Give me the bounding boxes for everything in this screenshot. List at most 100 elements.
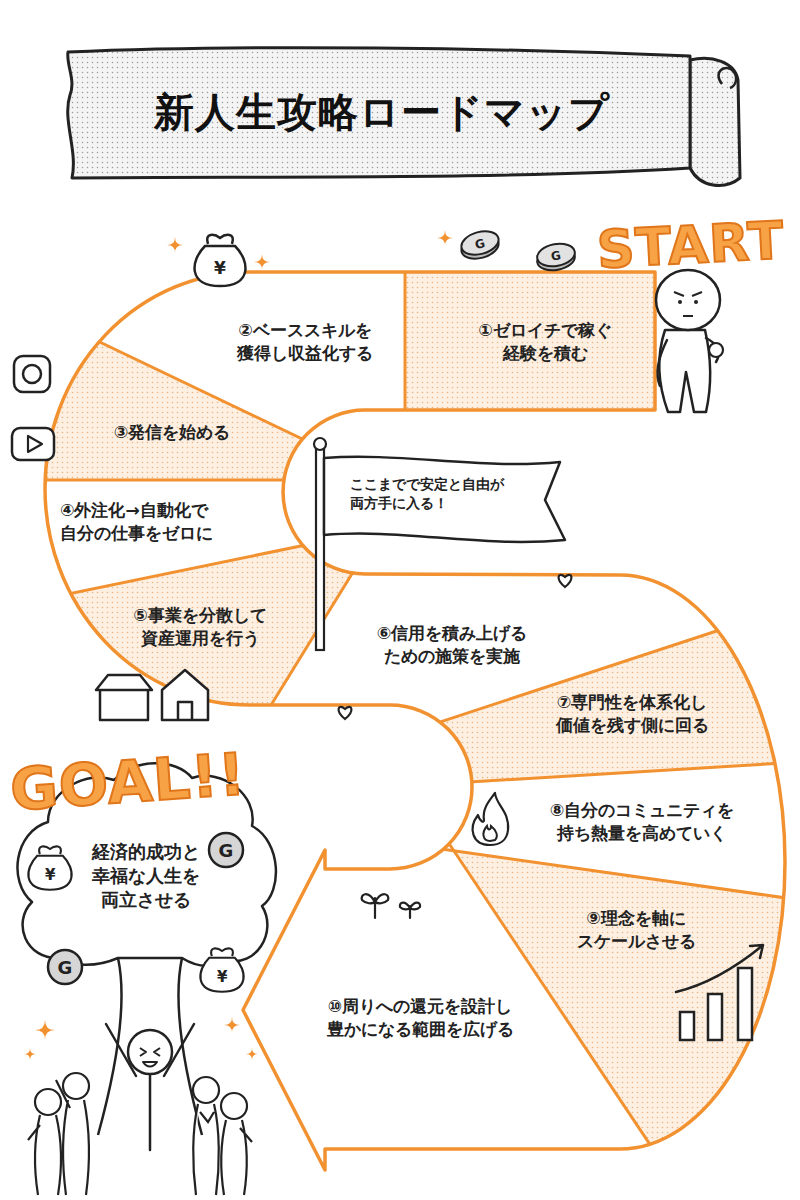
figure-eye: [694, 300, 698, 304]
cheering-figure: [106, 1024, 194, 1150]
figure-head: [128, 1030, 172, 1074]
coin-letter: G: [219, 842, 234, 860]
scroll-roll: [690, 58, 740, 185]
road-step: ③発信を始める: [72, 421, 272, 444]
chart-bar: [708, 994, 722, 1040]
goal-label: GOAL!!: [8, 745, 248, 819]
crowd: [28, 1073, 252, 1195]
money-bag: [195, 235, 246, 286]
node-text: 経済的成功と 幸福な人生を 両立させる: [71, 840, 221, 913]
person-body: [221, 1120, 252, 1195]
bag-body: [200, 958, 243, 992]
title-banner: [68, 48, 690, 178]
segment-divider: [20, 542, 320, 604]
segment-divider: [420, 762, 800, 785]
chart-bar: [680, 1012, 694, 1040]
road-step: ④外注化→自動化で 自分の仕事をゼロに: [60, 499, 260, 545]
coin: [209, 833, 243, 867]
money-bag: [28, 846, 71, 889]
road-step: ⑧自分のコミュニティを 持ち熱量を高めていく: [527, 799, 757, 845]
bag-body: [195, 246, 246, 286]
node-text: ⑥信用を積み上げる ための施策を実施: [347, 622, 557, 668]
camera-icon: [14, 356, 50, 392]
sparkle: [24, 1048, 36, 1060]
currency-symbol: ¥: [217, 970, 227, 985]
fire-inner: [483, 826, 496, 841]
figure-brows: [674, 292, 702, 296]
segment-divider: [404, 260, 407, 420]
road-arrow: ⑩周りへの還元を設計し 豊かになる範囲を広げる: [305, 995, 535, 1041]
sparkle: [254, 254, 270, 270]
person-head: [63, 1073, 89, 1099]
figure-mouth: [683, 315, 693, 317]
node-text: ②ベーススキルを 獲得し収益化する: [210, 319, 400, 365]
growth-arrow: [676, 945, 763, 992]
bag-tie: [39, 846, 61, 854]
play-triangle: [28, 436, 42, 452]
figure-fist: [709, 343, 723, 357]
bag-body: [28, 856, 71, 890]
node-text: ⑤事業を分散して 資産運用を行う: [100, 604, 300, 650]
road-segments: [0, 260, 800, 1170]
coin: [48, 950, 82, 984]
sparkle: [437, 230, 453, 246]
video-icon: [12, 428, 54, 460]
sparkle: [167, 237, 183, 253]
node-text: ここまでで安定と自由が 両方手に入る！: [350, 475, 545, 513]
road-step: ⑨理念を軸に スケールさせる: [546, 907, 726, 953]
person-body: [193, 1104, 219, 1195]
node-text: ④外注化→自動化で 自分の仕事をゼロに: [60, 499, 260, 545]
person-body: [28, 1115, 61, 1195]
segment-divider: [420, 846, 800, 900]
currency-symbol: ¥: [45, 868, 55, 883]
scroll-curl: [719, 68, 737, 88]
road-step: ⑤事業を分散して 資産運用を行う: [100, 604, 300, 650]
figure-eye: [678, 300, 682, 304]
chart-bar: [738, 968, 752, 1040]
coin-face: [535, 241, 576, 269]
road-step: ①ゼロイチで稼ぐ 経験を積む: [435, 319, 655, 365]
money-bag: [200, 948, 243, 991]
camera-lens: [23, 365, 41, 383]
coin-letter: G: [58, 959, 73, 977]
sprout-icon: [362, 894, 420, 918]
bag-tie: [211, 948, 233, 956]
sparkle: [224, 1017, 240, 1033]
house-icon: [162, 670, 208, 720]
flag-cloth: [324, 457, 565, 542]
road-step: ⑦専門性を体系化し 価値を残す側に回る: [522, 691, 742, 737]
sparkle: [35, 1020, 55, 1040]
heart-icon: [559, 575, 572, 587]
flag-cap: [314, 438, 326, 450]
node-text: ⑦専門性を体系化し 価値を残す側に回る: [522, 691, 742, 737]
person-head: [35, 1089, 61, 1115]
heart-icon: [339, 707, 352, 719]
coin-face: [459, 227, 501, 258]
figure-face: [140, 1048, 160, 1067]
dotted-segment: [405, 260, 665, 420]
house-icon: [96, 675, 152, 720]
goal-tree: 経済的成功と 幸福な人生を 両立させる: [71, 840, 221, 913]
node-text: ⑩周りへの還元を設計し 豊かになる範囲を広げる: [305, 995, 535, 1041]
sparkle: [246, 1048, 258, 1060]
bag-tie: [207, 235, 233, 244]
currency-symbol: ¥: [214, 260, 226, 277]
title-text: 新人生攻略ロードマップ: [154, 85, 610, 140]
node-text: ⑧自分のコミュニティを 持ち熱量を高めていく: [527, 799, 757, 845]
coin-letter: G: [550, 249, 562, 263]
fire-icon: [473, 793, 509, 845]
start-label: START: [595, 214, 785, 276]
person-head: [221, 1093, 247, 1119]
road-step: ⑥信用を積み上げる ための施策を実施: [347, 622, 557, 668]
coin: [459, 227, 501, 262]
node-text: ①ゼロイチで稼ぐ 経験を積む: [435, 319, 655, 365]
figure-head: [656, 270, 720, 330]
road-step: ②ベーススキルを 獲得し収益化する: [210, 319, 400, 365]
node-text: ③発信を始める: [72, 421, 272, 444]
flag-message: ここまでで安定と自由が 両方手に入る！: [350, 475, 545, 513]
segment-divider: [20, 479, 320, 482]
coin: [535, 241, 576, 273]
node-text: ⑨理念を軸に スケールさせる: [546, 907, 726, 953]
road-outline: [45, 272, 785, 1170]
